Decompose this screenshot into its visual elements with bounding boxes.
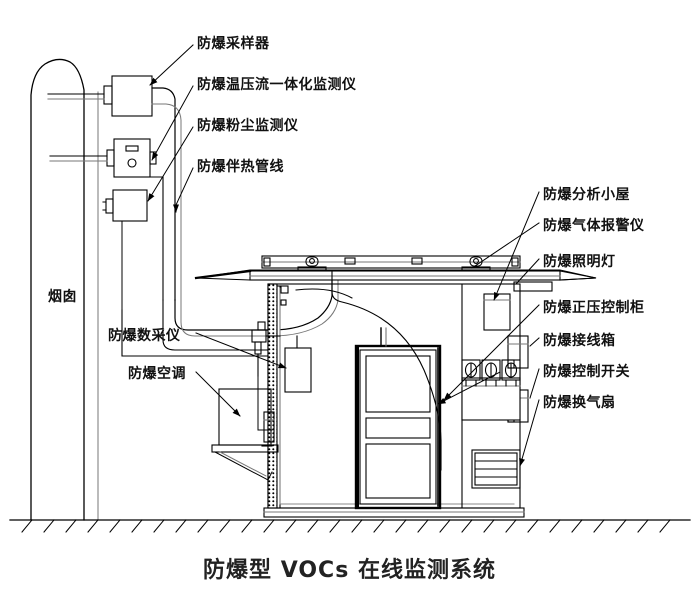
shelter-door[interactable] xyxy=(354,327,442,510)
leader-pressure-cabinet xyxy=(443,304,540,401)
air-conditioner-unit xyxy=(211,388,279,487)
gas-alarm-sensor xyxy=(483,293,511,331)
leader-lines-lower-left xyxy=(195,332,287,417)
dust-monitor-device xyxy=(102,189,148,311)
label-heated-line: 防爆伴热管线 xyxy=(197,159,284,175)
chimney-stack xyxy=(30,58,99,521)
leader-exhaust-fan xyxy=(519,399,540,467)
label-gas-alarm: 防爆气体报警仪 xyxy=(543,218,645,234)
label-pressure-cabinet: 防爆正压控制柜 xyxy=(543,300,645,316)
leader-lines-right xyxy=(437,191,540,467)
heated-sample-lines xyxy=(121,271,339,357)
label-temp-press-flow: 防爆温压流一体化监测仪 xyxy=(197,77,357,93)
stack-label: 烟囱 xyxy=(48,289,77,305)
leader-data-logger xyxy=(195,332,287,369)
valve-assembly xyxy=(251,321,281,377)
label-control-switch: 防爆控制开关 xyxy=(543,364,630,380)
label-explosion-light: 防爆照明灯 xyxy=(543,254,616,270)
label-exhaust-fan: 防爆换气扇 xyxy=(543,395,616,411)
leader-dust-monitor xyxy=(147,126,194,202)
exhaust-fan-grille xyxy=(471,449,521,489)
label-junction-box: 防爆接线箱 xyxy=(543,333,616,349)
temp-press-flow-device xyxy=(49,138,164,301)
leader-analysis-shelter xyxy=(493,191,540,301)
label-data-logger: 防爆数采仪 xyxy=(108,328,181,344)
label-air-conditioner: 防爆空调 xyxy=(128,366,186,382)
shelter-roof xyxy=(194,255,597,292)
ground-line xyxy=(9,519,691,533)
leader-junction-box xyxy=(529,337,540,347)
sampler-device xyxy=(47,75,182,301)
diagram-title: 防爆型 VOCs 在线监测系统 xyxy=(203,558,496,583)
leader-lines-left xyxy=(147,44,194,213)
leader-air-conditioner xyxy=(195,371,241,417)
leader-temp-press-flow xyxy=(151,85,194,161)
leader-heated-line-a xyxy=(175,167,194,206)
leader-gas-alarm xyxy=(471,222,540,269)
cabinet-gauges xyxy=(461,359,521,387)
analysis-shelter xyxy=(194,255,597,518)
data-logger-cabinet xyxy=(251,321,312,431)
roof-light-1 xyxy=(297,256,327,271)
label-analysis-shelter: 防爆分析小屋 xyxy=(543,187,630,203)
label-dust-monitor: 防爆粉尘监测仪 xyxy=(197,118,299,134)
leader-explosion-light xyxy=(515,258,540,285)
leader-door-pointer xyxy=(437,371,501,405)
pressure-control-cabinet xyxy=(461,359,521,421)
label-sampler: 防爆采样器 xyxy=(197,36,270,52)
leader-control-switch xyxy=(529,368,540,399)
leader-sampler xyxy=(149,44,194,86)
